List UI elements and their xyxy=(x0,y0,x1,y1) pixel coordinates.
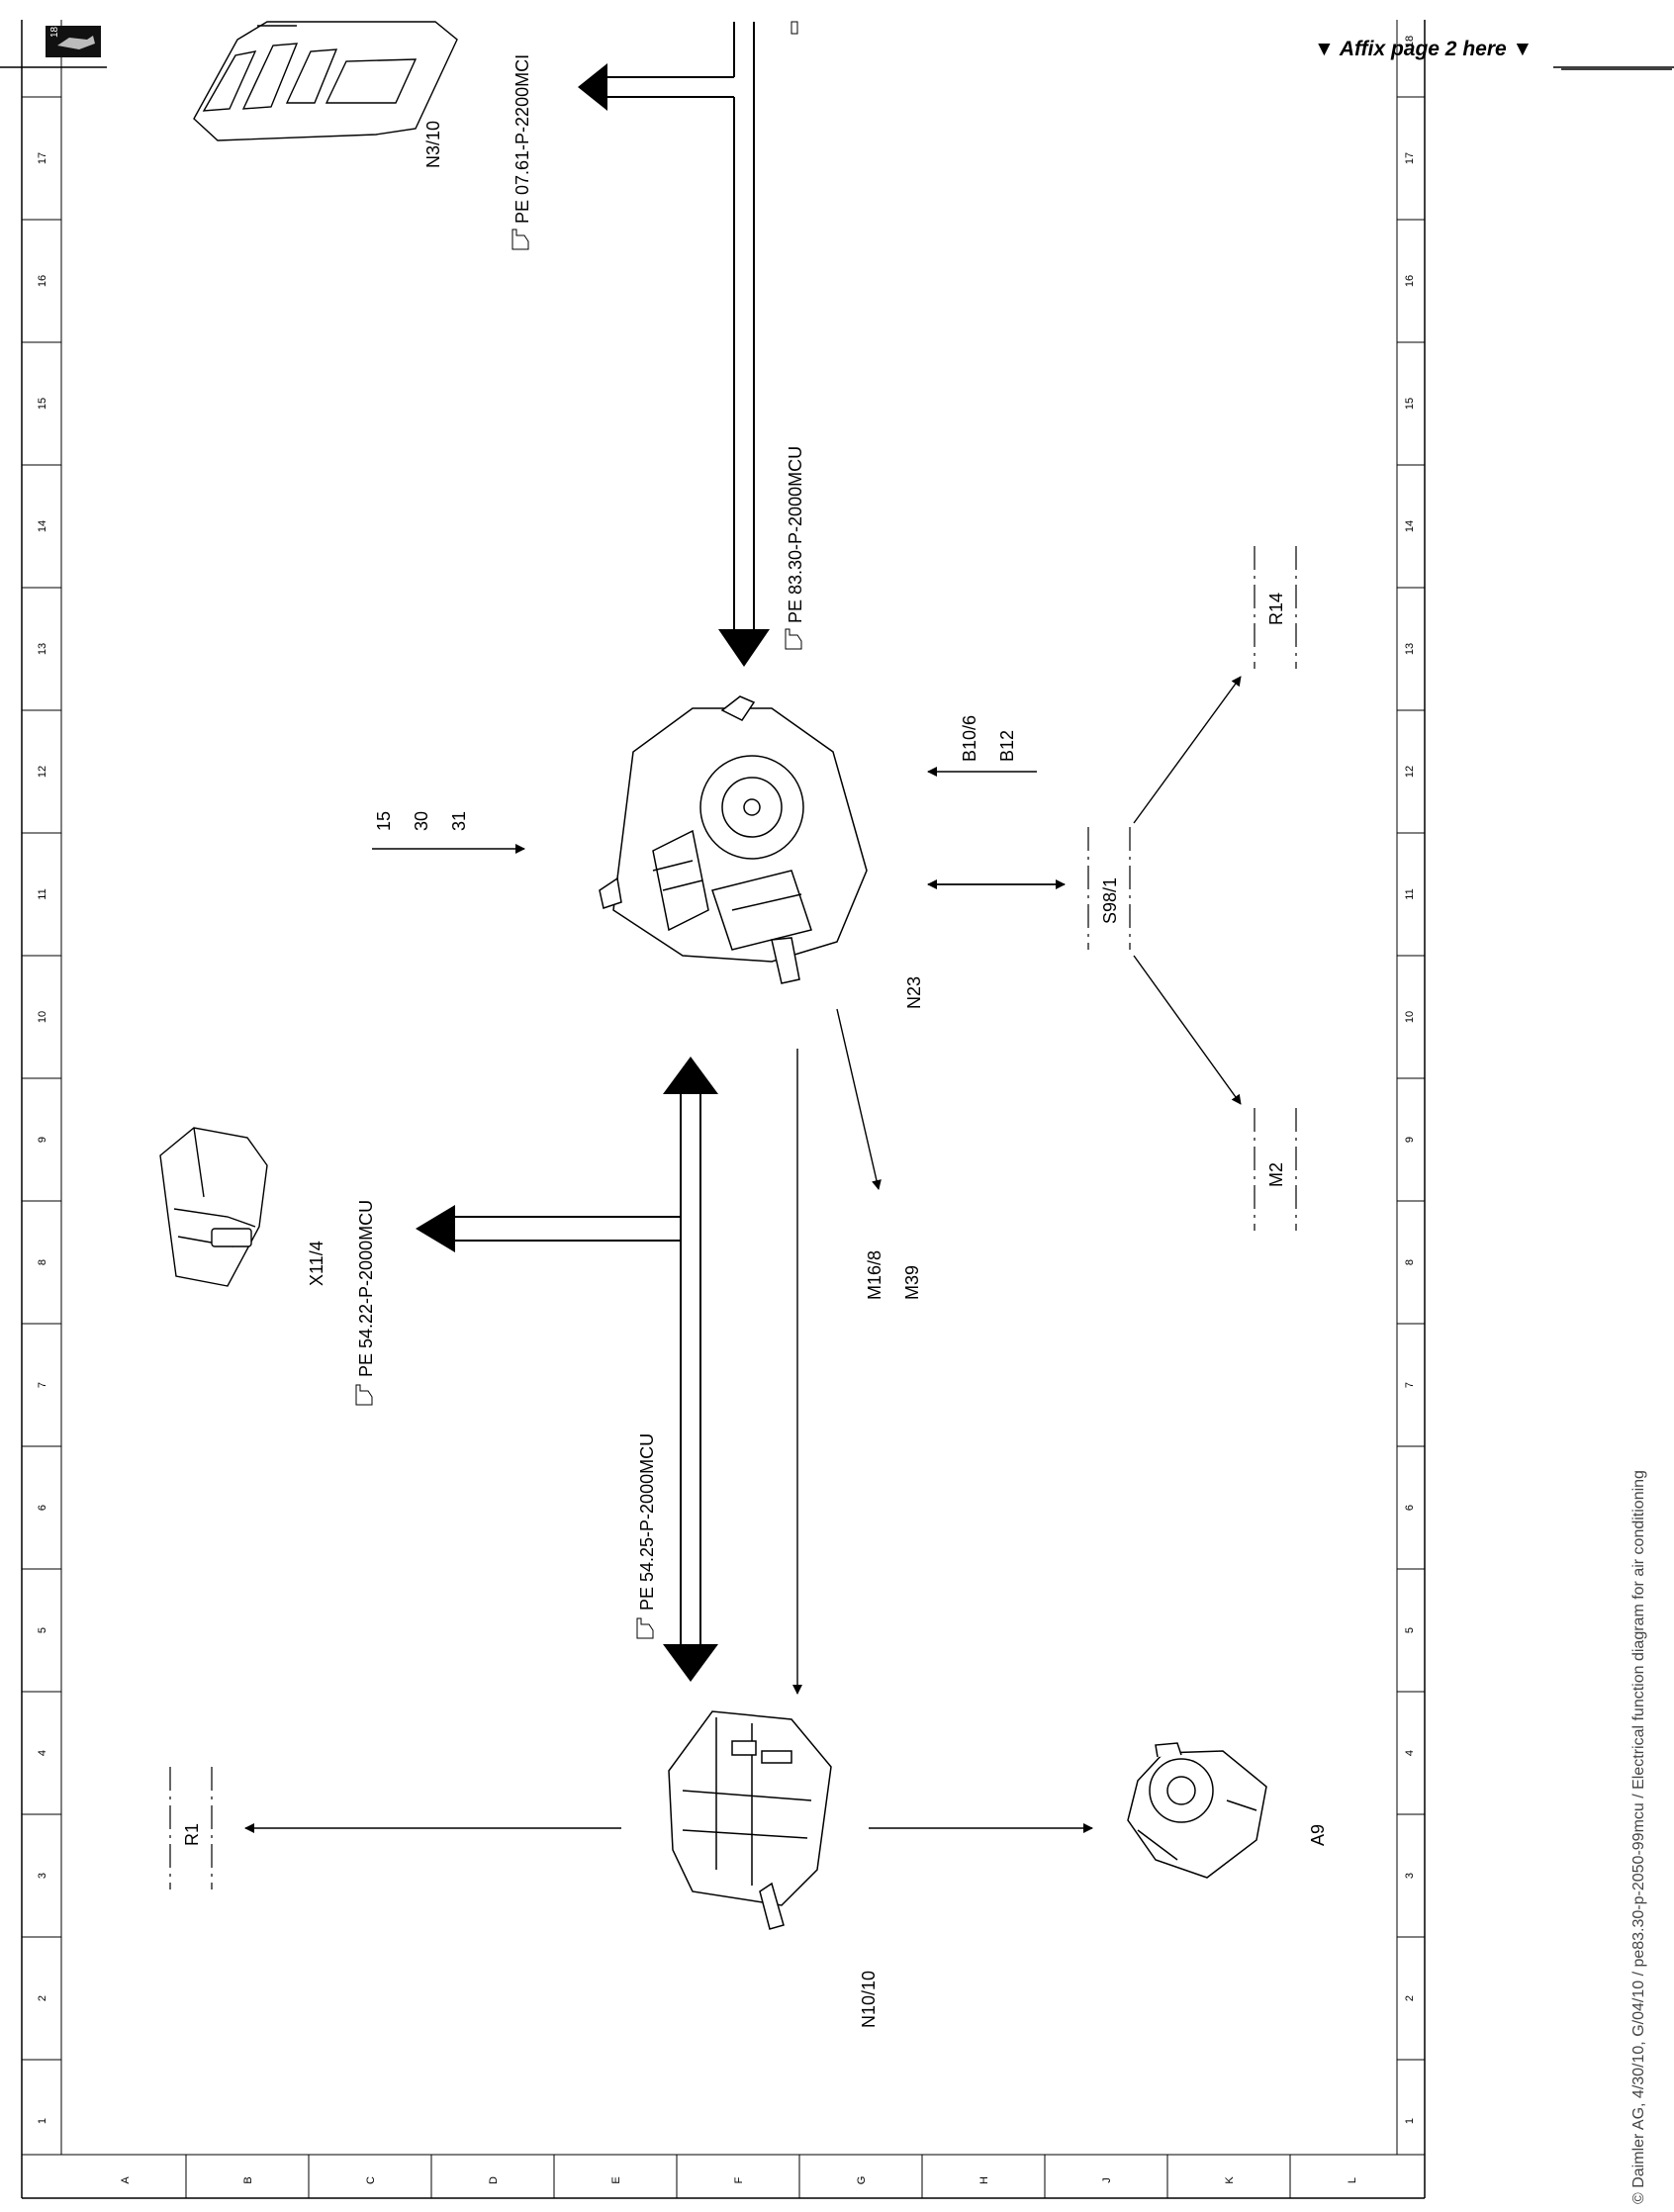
row-label-2-left: 2 xyxy=(37,1995,48,2001)
drawing-frame xyxy=(0,20,1674,2199)
r1-box xyxy=(169,1767,213,1889)
column-label-a: A xyxy=(120,2176,132,2184)
row-label-12-left: 12 xyxy=(37,766,48,778)
copyright-footer: © Daimler AG, 4/30/10, G/04/10 / pe83.30… xyxy=(1630,1470,1647,2204)
column-label-h: H xyxy=(978,2176,990,2184)
row-label-1-right: 1 xyxy=(1404,2118,1416,2124)
column-label-f: F xyxy=(733,2176,745,2183)
label-r1: R1 xyxy=(182,1823,202,1846)
row-label-17-right: 17 xyxy=(1404,152,1416,164)
reference-pe-54-25: PE 54.25-P-2000MCU xyxy=(637,1433,657,1611)
n23-climate-control-unit-icon xyxy=(599,695,868,984)
row-label-10-left: 10 xyxy=(37,1011,48,1023)
n3-10-control-unit-icon xyxy=(193,21,458,141)
reference-pe-83-30: PE 83.30-P-2000MCU xyxy=(786,446,805,623)
signal-m39: M39 xyxy=(902,1265,922,1300)
row-label-11-left: 11 xyxy=(37,888,48,899)
row-label-9-left: 9 xyxy=(37,1137,48,1143)
reference-pe-07-61: PE 07.61-P-2200MCI xyxy=(512,54,532,224)
label-n3-10: N3/10 xyxy=(423,121,443,168)
row-label-11-right: 11 xyxy=(1404,888,1416,899)
reference-hand-icon xyxy=(636,1617,654,1639)
n10-10-sam-module-icon xyxy=(668,1710,832,1930)
reference-hand-icon xyxy=(785,628,802,650)
row-label-13-left: 13 xyxy=(37,643,48,655)
reference-pe-54-22: PE 54.22-P-2000MCU xyxy=(356,1200,376,1377)
row-label-3-left: 3 xyxy=(37,1873,48,1879)
terminal-30: 30 xyxy=(412,811,431,831)
a9-compressor-icon xyxy=(1127,1742,1267,1879)
arrow-s98-1-r14 xyxy=(1133,676,1242,824)
x11-4-diagnostic-connector-icon xyxy=(159,1127,268,1287)
label-n10-10: N10/10 xyxy=(859,1971,879,2028)
row-ticks xyxy=(22,96,1425,2061)
m2-box xyxy=(1254,1108,1297,1231)
column-label-l: L xyxy=(1347,2177,1358,2183)
label-n23: N23 xyxy=(904,976,924,1009)
s98-1-box xyxy=(1087,827,1131,950)
r14-box xyxy=(1254,546,1297,669)
arrow-s98-1-m2 xyxy=(1133,955,1242,1105)
row-label-13-right: 13 xyxy=(1404,643,1416,655)
terminal-31: 31 xyxy=(449,811,469,831)
signal-m16-8: M16/8 xyxy=(865,1250,884,1300)
thick-arrow-to-n23 xyxy=(718,22,770,667)
row-label-18-right: 18 xyxy=(1404,36,1416,47)
column-label-j: J xyxy=(1101,2177,1113,2183)
reference-hand-icon xyxy=(355,1384,373,1406)
row-label-16-right: 16 xyxy=(1404,275,1416,287)
row-label-10-right: 10 xyxy=(1404,1011,1416,1023)
label-r14: R14 xyxy=(1266,593,1286,625)
label-s98-1: S98/1 xyxy=(1100,877,1120,924)
row-label-3-right: 3 xyxy=(1404,1873,1416,1879)
label-a9: A9 xyxy=(1308,1824,1328,1846)
row-label-7-right: 7 xyxy=(1404,1382,1416,1388)
row-label-9-right: 9 xyxy=(1404,1137,1416,1143)
row-label-6-left: 6 xyxy=(37,1505,48,1511)
row-label-14-right: 14 xyxy=(1404,520,1416,532)
column-ticks xyxy=(185,2155,1291,2198)
svg-text:18: 18 xyxy=(49,26,60,38)
row-label-5-right: 5 xyxy=(1404,1627,1416,1633)
row-label-8-right: 8 xyxy=(1404,1259,1416,1265)
thick-bus-n23-n10-10 xyxy=(416,1057,718,1682)
row-label-17-left: 17 xyxy=(37,152,48,164)
terminal-15: 15 xyxy=(374,811,394,831)
row-label-5-left: 5 xyxy=(37,1627,48,1633)
thick-arrow-to-n3-10 xyxy=(578,22,735,111)
corner-logo-icon: 18 xyxy=(46,26,101,57)
row-label-15-left: 15 xyxy=(37,398,48,410)
row-label-14-left: 14 xyxy=(37,520,48,532)
row-label-2-right: 2 xyxy=(1404,1995,1416,2001)
signal-b12: B12 xyxy=(997,730,1017,762)
connector-mark-icon xyxy=(790,21,798,35)
row-label-8-left: 8 xyxy=(37,1259,48,1265)
signal-b10-6: B10/6 xyxy=(960,715,979,762)
reference-hand-icon xyxy=(512,229,529,250)
row-label-15-right: 15 xyxy=(1404,398,1416,410)
label-x11-4: X11/4 xyxy=(307,1241,326,1286)
row-label-1-left: 1 xyxy=(37,2118,48,2124)
column-label-g: G xyxy=(856,2176,868,2185)
row-label-7-left: 7 xyxy=(37,1382,48,1388)
row-label-4-left: 4 xyxy=(37,1750,48,1756)
row-label-12-right: 12 xyxy=(1404,766,1416,778)
column-label-b: B xyxy=(242,2176,254,2183)
affix-page-note: ▼ Affix page 2 here ▼ xyxy=(1314,38,1534,60)
column-label-k: K xyxy=(1224,2176,1236,2184)
row-label-4-right: 4 xyxy=(1404,1750,1416,1756)
column-label-e: E xyxy=(610,2176,622,2183)
column-label-c: C xyxy=(365,2176,377,2184)
label-m2: M2 xyxy=(1266,1162,1286,1187)
row-label-6-right: 6 xyxy=(1404,1505,1416,1511)
arrow-n23-m16-8 xyxy=(836,1008,882,1190)
row-label-16-left: 16 xyxy=(37,275,48,287)
column-label-d: D xyxy=(488,2176,500,2184)
